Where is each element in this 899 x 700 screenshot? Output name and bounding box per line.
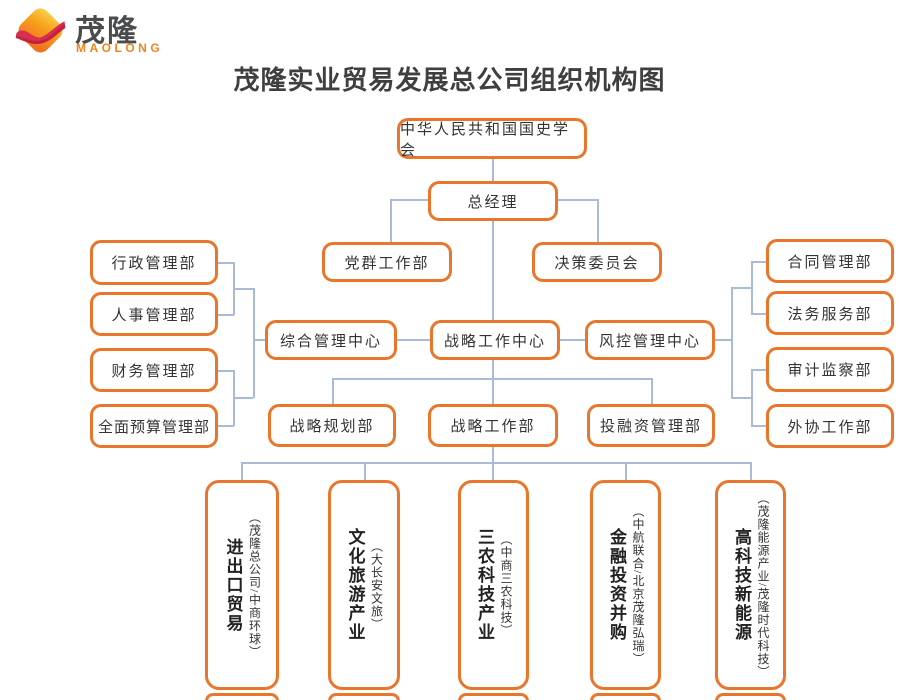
org-node-external: 外协工作部 (766, 404, 894, 448)
connector-line (218, 425, 234, 427)
connector-line (241, 462, 751, 464)
org-node-strategy-center: 战略工作中心 (430, 320, 560, 360)
org-node-legal: 法务服务部 (766, 291, 894, 335)
org-node-division-culture-tourism: 文化旅游产业 （大长安文旅） (328, 480, 400, 690)
connector-line (364, 462, 366, 480)
org-node-investment: 投融资管理部 (587, 404, 715, 447)
connector-line (751, 313, 767, 315)
org-node-audit: 审计监察部 (766, 347, 894, 392)
org-node-budget: 全面预算管理部 (90, 404, 218, 448)
division-title: 金融投资并购 (607, 528, 626, 642)
connector-line (218, 370, 234, 372)
org-node-cutoff-stub (590, 693, 661, 700)
division-title: 高科技新能源 (732, 528, 751, 642)
org-node-division-finance-ma: 金融投资并购 （中航联合/北京茂隆弘瑞） (590, 480, 661, 690)
connector-line (233, 397, 253, 399)
connector-line (492, 360, 494, 378)
division-subtitle: （中商三农科技） (499, 533, 513, 637)
connector-line (560, 339, 586, 341)
page-title: 茂隆实业贸易发展总公司组织机构图 (233, 66, 666, 95)
connector-line (390, 199, 392, 243)
org-node-strategy-work: 战略工作部 (428, 404, 558, 447)
division-title: 文化旅游产业 (345, 528, 365, 642)
division-title: 进出口贸易 (223, 537, 243, 633)
org-node-division-hi-tech-energy: 高科技新能源 （茂隆能源产业/茂隆时代科技） (715, 480, 786, 690)
org-node-cutoff-stub (205, 693, 279, 700)
connector-line (715, 339, 732, 341)
connector-line (731, 287, 752, 289)
connector-line (241, 462, 243, 480)
org-node-root: 中华人民共和国国史学会 (397, 118, 587, 159)
connector-line (751, 425, 767, 427)
org-node-cutoff-stub (328, 693, 400, 700)
logo-brand-text: 茂隆 (75, 15, 139, 48)
division-title: 三农科技产业 (475, 528, 494, 642)
org-node-cutoff-stub (715, 693, 786, 700)
connector-line (492, 447, 494, 462)
org-node-division-import-export: 进出口贸易 （茂隆总公司/中商环球） (205, 480, 279, 690)
org-node-admin: 行政管理部 (90, 240, 218, 285)
connector-line (651, 378, 653, 404)
connector-line (332, 378, 334, 404)
division-subtitle: （大长安文旅） (369, 539, 384, 631)
maolong-diamond-icon (15, 8, 66, 53)
connector-line (253, 288, 255, 398)
connector-line (492, 158, 494, 183)
connector-line (751, 369, 767, 371)
org-node-finance: 财务管理部 (90, 348, 218, 392)
connector-line (253, 339, 266, 341)
connector-line (731, 287, 733, 398)
org-node-hr: 人事管理部 (90, 292, 218, 336)
division-subtitle: （茂隆能源产业/茂隆时代科技） (756, 491, 770, 679)
org-node-contract: 合同管理部 (766, 239, 894, 283)
logo-latin-text: MAOLONG (76, 41, 164, 55)
org-node-general-mgmt-center: 综合管理中心 (265, 320, 397, 360)
connector-line (750, 462, 752, 480)
connector-line (397, 339, 431, 341)
division-subtitle: （茂隆总公司/中商环球） (247, 511, 262, 659)
connector-line (390, 199, 428, 201)
org-node-strategy-planning: 战略规划部 (268, 404, 396, 447)
connector-line (625, 462, 627, 480)
connector-line (233, 288, 253, 290)
connector-line (751, 261, 767, 263)
connector-line (731, 397, 752, 399)
connector-line (597, 199, 599, 243)
maolong-logo: 茂隆 MAOLONG (13, 4, 160, 62)
org-node-party-group: 党群工作部 (322, 242, 452, 282)
connector-line (492, 221, 494, 321)
org-node-decision-committee: 决策委员会 (532, 242, 662, 282)
org-node-cutoff-stub (458, 693, 529, 700)
connector-line (218, 262, 234, 264)
connector-line (218, 314, 234, 316)
connector-line (492, 378, 494, 404)
connector-line (558, 199, 598, 201)
division-subtitle: （中航联合/北京茂隆弘瑞） (631, 504, 645, 666)
connector-line (492, 462, 494, 480)
org-node-risk-center: 风控管理中心 (585, 320, 715, 360)
org-node-division-agri-tech: 三农科技产业 （中商三农科技） (458, 480, 529, 690)
org-node-general-manager: 总经理 (428, 181, 558, 221)
